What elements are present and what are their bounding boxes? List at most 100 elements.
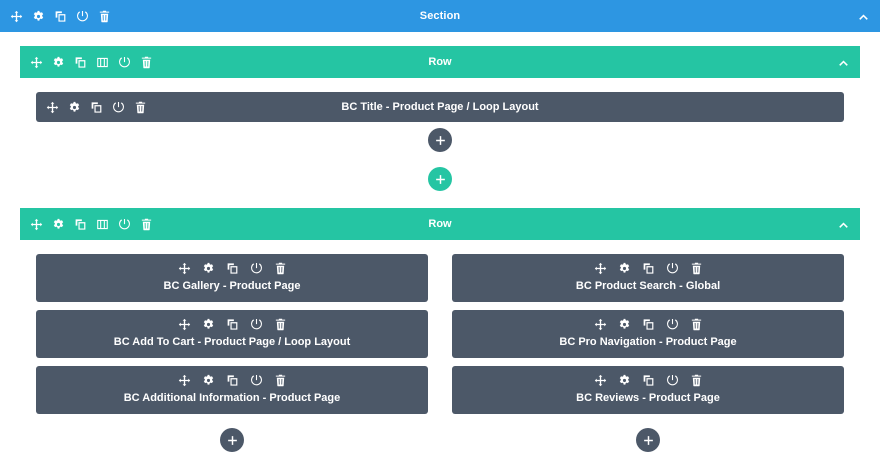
gear-icon[interactable] xyxy=(202,318,215,331)
gear-icon[interactable] xyxy=(618,318,631,331)
trash-icon[interactable] xyxy=(690,262,703,275)
columns-icon[interactable] xyxy=(96,218,109,231)
module-bc-product-search[interactable]: BC Product Search - Global xyxy=(452,254,844,302)
duplicate-icon[interactable] xyxy=(90,101,103,114)
gear-icon[interactable] xyxy=(202,374,215,387)
power-icon[interactable] xyxy=(118,218,131,231)
gear-icon[interactable] xyxy=(52,218,65,231)
trash-icon[interactable] xyxy=(134,101,147,114)
module-bc-pro-navigation[interactable]: BC Pro Navigation - Product Page xyxy=(452,310,844,358)
power-icon[interactable] xyxy=(250,318,263,331)
add-module-button[interactable] xyxy=(636,428,660,452)
column-container: BC Title - Product Page / Loop Layout xyxy=(36,92,844,154)
add-module-wrap xyxy=(452,422,844,454)
module-label: BC Pro Navigation - Product Page xyxy=(559,336,737,348)
column-container: BC Gallery - Product Page xyxy=(36,254,844,454)
move-icon[interactable] xyxy=(594,374,607,387)
columns-icon[interactable] xyxy=(96,56,109,69)
trash-icon[interactable] xyxy=(690,374,703,387)
row-header-bar[interactable]: Row xyxy=(20,208,860,240)
row-body: BC Gallery - Product Page xyxy=(20,240,860,455)
power-icon[interactable] xyxy=(112,101,125,114)
trash-icon[interactable] xyxy=(274,374,287,387)
duplicate-icon[interactable] xyxy=(226,318,239,331)
module-bc-add-to-cart[interactable]: BC Add To Cart - Product Page / Loop Lay… xyxy=(36,310,428,358)
move-icon[interactable] xyxy=(594,318,607,331)
add-module-button[interactable] xyxy=(220,428,244,452)
add-row-button[interactable] xyxy=(428,167,452,191)
module-bc-additional-information[interactable]: BC Additional Information - Product Page xyxy=(36,366,428,414)
power-icon[interactable] xyxy=(666,318,679,331)
duplicate-icon[interactable] xyxy=(226,374,239,387)
module-toolbar xyxy=(46,101,147,114)
module-label: BC Product Search - Global xyxy=(575,280,721,292)
power-icon[interactable] xyxy=(250,262,263,275)
trash-icon[interactable] xyxy=(140,56,153,69)
module-label: BC Reviews - Product Page xyxy=(576,392,720,404)
column-1: BC Gallery - Product Page xyxy=(36,254,428,454)
move-icon[interactable] xyxy=(30,218,43,231)
module-label: BC Title - Product Page / Loop Layout xyxy=(341,101,539,113)
move-icon[interactable] xyxy=(594,262,607,275)
duplicate-icon[interactable] xyxy=(642,262,655,275)
module-toolbar xyxy=(46,374,418,387)
gear-icon[interactable] xyxy=(52,56,65,69)
duplicate-icon[interactable] xyxy=(74,218,87,231)
trash-icon[interactable] xyxy=(690,318,703,331)
add-module-wrap xyxy=(36,422,428,454)
row-toolbar xyxy=(30,56,153,69)
duplicate-icon[interactable] xyxy=(642,318,655,331)
module-bc-title[interactable]: BC Title - Product Page / Loop Layout xyxy=(36,92,844,122)
row-block-1: Row xyxy=(20,46,860,194)
row-body: BC Title - Product Page / Loop Layout xyxy=(20,78,860,164)
gear-icon[interactable] xyxy=(618,374,631,387)
module-toolbar xyxy=(46,262,418,275)
power-icon[interactable] xyxy=(118,56,131,69)
section-label: Section xyxy=(419,10,461,22)
trash-icon[interactable] xyxy=(140,218,153,231)
column-2: BC Product Search - Global xyxy=(452,254,844,454)
column-1: BC Title - Product Page / Loop Layout xyxy=(36,92,844,154)
chevron-up-icon[interactable] xyxy=(836,55,850,69)
gear-icon[interactable] xyxy=(202,262,215,275)
move-icon[interactable] xyxy=(10,10,23,23)
module-label: BC Add To Cart - Product Page / Loop Lay… xyxy=(113,336,351,348)
chevron-up-icon[interactable] xyxy=(856,9,870,23)
module-bc-gallery[interactable]: BC Gallery - Product Page xyxy=(36,254,428,302)
trash-icon[interactable] xyxy=(274,262,287,275)
trash-icon[interactable] xyxy=(274,318,287,331)
module-label: BC Gallery - Product Page xyxy=(163,280,301,292)
add-module-button[interactable] xyxy=(428,128,452,152)
move-icon[interactable] xyxy=(178,262,191,275)
gear-icon[interactable] xyxy=(32,10,45,23)
power-icon[interactable] xyxy=(250,374,263,387)
chevron-up-icon[interactable] xyxy=(836,217,850,231)
module-toolbar xyxy=(462,262,834,275)
duplicate-icon[interactable] xyxy=(226,262,239,275)
move-icon[interactable] xyxy=(46,101,59,114)
section-body: Row xyxy=(0,32,880,455)
duplicate-icon[interactable] xyxy=(74,56,87,69)
duplicate-icon[interactable] xyxy=(642,374,655,387)
add-module-wrap xyxy=(36,122,844,154)
power-icon[interactable] xyxy=(666,262,679,275)
move-icon[interactable] xyxy=(30,56,43,69)
duplicate-icon[interactable] xyxy=(54,10,67,23)
move-icon[interactable] xyxy=(178,318,191,331)
gear-icon[interactable] xyxy=(68,101,81,114)
section-toolbar xyxy=(10,10,111,23)
module-toolbar xyxy=(462,374,834,387)
module-bc-reviews[interactable]: BC Reviews - Product Page xyxy=(452,366,844,414)
trash-icon[interactable] xyxy=(98,10,111,23)
section-header-bar[interactable]: Section xyxy=(0,0,880,32)
row-block-2: Row xyxy=(20,208,860,455)
power-icon[interactable] xyxy=(76,10,89,23)
power-icon[interactable] xyxy=(666,374,679,387)
row-header-bar[interactable]: Row xyxy=(20,46,860,78)
gear-icon[interactable] xyxy=(618,262,631,275)
module-toolbar xyxy=(46,318,418,331)
row-divider xyxy=(20,194,860,208)
move-icon[interactable] xyxy=(178,374,191,387)
